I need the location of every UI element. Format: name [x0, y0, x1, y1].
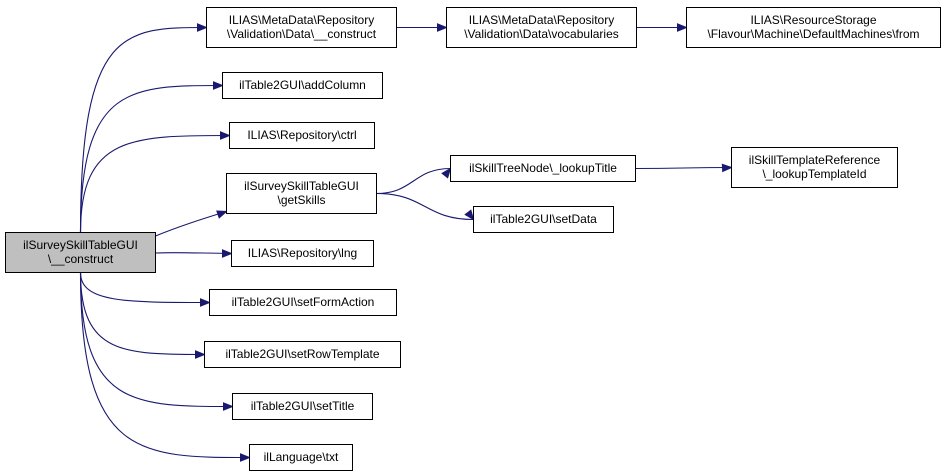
node-label-line: ilSkillTreeNode\_lookupTitle — [469, 161, 617, 175]
edge-root-to-addColumn — [79, 81, 224, 233]
node-setTitle[interactable]: ilTable2GUI\setTitle — [232, 393, 373, 420]
edge-line — [79, 134, 230, 233]
node-getSkills[interactable]: ilSurveySkillTableGUI\getSkills — [226, 173, 377, 214]
edge-arrowhead — [194, 350, 206, 359]
edge-md-construct-to-md-vocab — [396, 23, 448, 32]
node-lookupTitle[interactable]: ilSkillTreeNode\_lookupTitle — [450, 155, 636, 182]
node-box — [231, 240, 374, 267]
node-box — [686, 7, 941, 48]
nodes-layer: ilSurveySkillTableGUI\__constructILIAS\M… — [5, 7, 941, 471]
node-box — [473, 206, 614, 233]
node-md-construct[interactable]: ILIAS\MetaData\Repository\Validation\Dat… — [206, 7, 397, 48]
node-box — [232, 393, 373, 420]
edge-root-to-ctrl — [79, 131, 231, 233]
node-label-line: ilTable2GUI\addColumn — [239, 78, 366, 92]
edge-line — [155, 210, 227, 237]
edge-line — [79, 272, 210, 304]
node-box — [204, 341, 401, 368]
edge-arrowhead — [437, 23, 448, 32]
node-label-line: ilTable2GUI\setRowTemplate — [225, 347, 379, 361]
node-label-line: \getSkills — [277, 193, 325, 207]
node-box — [222, 72, 383, 99]
node-box — [731, 147, 898, 188]
edge-line — [155, 252, 232, 255]
node-addColumn[interactable]: ilTable2GUI\addColumn — [222, 72, 383, 99]
node-label-line: ILIAS\MetaData\Repository — [469, 13, 614, 27]
node-label-line: \Validation\Data\__construct — [227, 27, 377, 41]
node-label-line: \Validation\Data\vocabularies — [464, 27, 619, 41]
edge-line — [79, 26, 207, 233]
node-box — [5, 232, 156, 273]
node-box — [209, 289, 397, 316]
edge-getSkills-to-lookupTitle — [376, 167, 452, 195]
edge-line — [79, 272, 205, 356]
node-label-line: ILIAS\Repository\lng — [248, 246, 357, 260]
node-label-line: ilTable2GUI\setData — [490, 212, 597, 226]
edge-arrowhead — [441, 167, 452, 179]
edge-arrowhead — [239, 453, 251, 462]
edge-arrowhead — [199, 298, 211, 307]
edge-root-to-setFormAction — [79, 272, 211, 307]
node-label-line: ilSurveySkillTableGUI — [23, 238, 138, 252]
node-label-line: \_lookupTemplateId — [762, 167, 866, 181]
edge-line — [79, 272, 233, 408]
node-box — [450, 155, 636, 182]
node-md-vocab[interactable]: ILIAS\MetaData\Repository\Validation\Dat… — [446, 7, 637, 48]
edges-layer — [79, 23, 733, 462]
node-setData[interactable]: ilTable2GUI\setData — [473, 206, 614, 233]
node-box — [226, 173, 377, 214]
node-label-line: ilSurveySkillTableGUI — [244, 179, 359, 193]
node-label-line: ILIAS\ResourceStorage — [750, 13, 876, 27]
edge-md-vocab-to-rs-from — [636, 23, 688, 32]
edge-line — [376, 167, 451, 195]
edge-root-to-setTitle — [79, 272, 234, 411]
edge-root-to-setRowTemplate — [79, 272, 206, 359]
node-box — [229, 122, 375, 149]
node-label-line: ilLanguage\txt — [264, 450, 339, 464]
edge-arrowhead — [212, 81, 224, 90]
node-label-line: ilTable2GUI\setFormAction — [232, 295, 375, 309]
node-setFormAction[interactable]: ilTable2GUI\setFormAction — [209, 289, 397, 316]
node-root[interactable]: ilSurveySkillTableGUI\__construct — [5, 232, 156, 273]
node-txt[interactable]: ilLanguage\txt — [249, 444, 353, 471]
node-lng[interactable]: ILIAS\Repository\lng — [231, 240, 374, 267]
edge-getSkills-to-setData — [376, 192, 475, 221]
node-ctrl[interactable]: ILIAS\Repository\ctrl — [229, 122, 375, 149]
edge-arrowhead — [677, 23, 688, 32]
node-box — [249, 444, 353, 471]
edge-lookupTitle-to-lookupTemplateId — [635, 163, 733, 173]
edge-line — [79, 272, 250, 459]
edge-arrowhead — [219, 131, 231, 140]
edge-root-to-txt — [79, 272, 251, 462]
node-lookupTemplateId[interactable]: ilSkillTemplateReference\_lookupTemplate… — [731, 147, 898, 188]
edge-root-to-lng — [155, 249, 233, 258]
node-label-line: \Flavour\Machine\DefaultMachines\from — [707, 27, 919, 41]
edge-line — [376, 192, 474, 221]
node-label-line: ILIAS\MetaData\Repository — [229, 13, 374, 27]
edge-arrowhead — [222, 402, 234, 411]
edge-arrowhead — [222, 249, 233, 258]
node-label-line: \__construct — [48, 252, 114, 266]
edge-root-to-md-construct — [79, 23, 208, 233]
edge-line — [79, 84, 223, 233]
edge-arrowhead — [196, 23, 208, 32]
edge-root-to-getSkills — [155, 210, 228, 237]
edge-arrowhead — [464, 209, 475, 221]
node-box — [206, 7, 397, 48]
node-label-line: ilTable2GUI\setTitle — [251, 399, 355, 413]
edge-line — [635, 166, 732, 170]
node-label-line: ilSkillTemplateReference — [749, 153, 881, 167]
edge-arrowhead — [216, 210, 228, 219]
edge-arrowhead — [721, 163, 733, 173]
node-rs-from[interactable]: ILIAS\ResourceStorage\Flavour\Machine\De… — [686, 7, 941, 48]
node-setRowTemplate[interactable]: ilTable2GUI\setRowTemplate — [204, 341, 401, 368]
node-label-line: ILIAS\Repository\ctrl — [247, 128, 356, 142]
node-box — [446, 7, 637, 48]
